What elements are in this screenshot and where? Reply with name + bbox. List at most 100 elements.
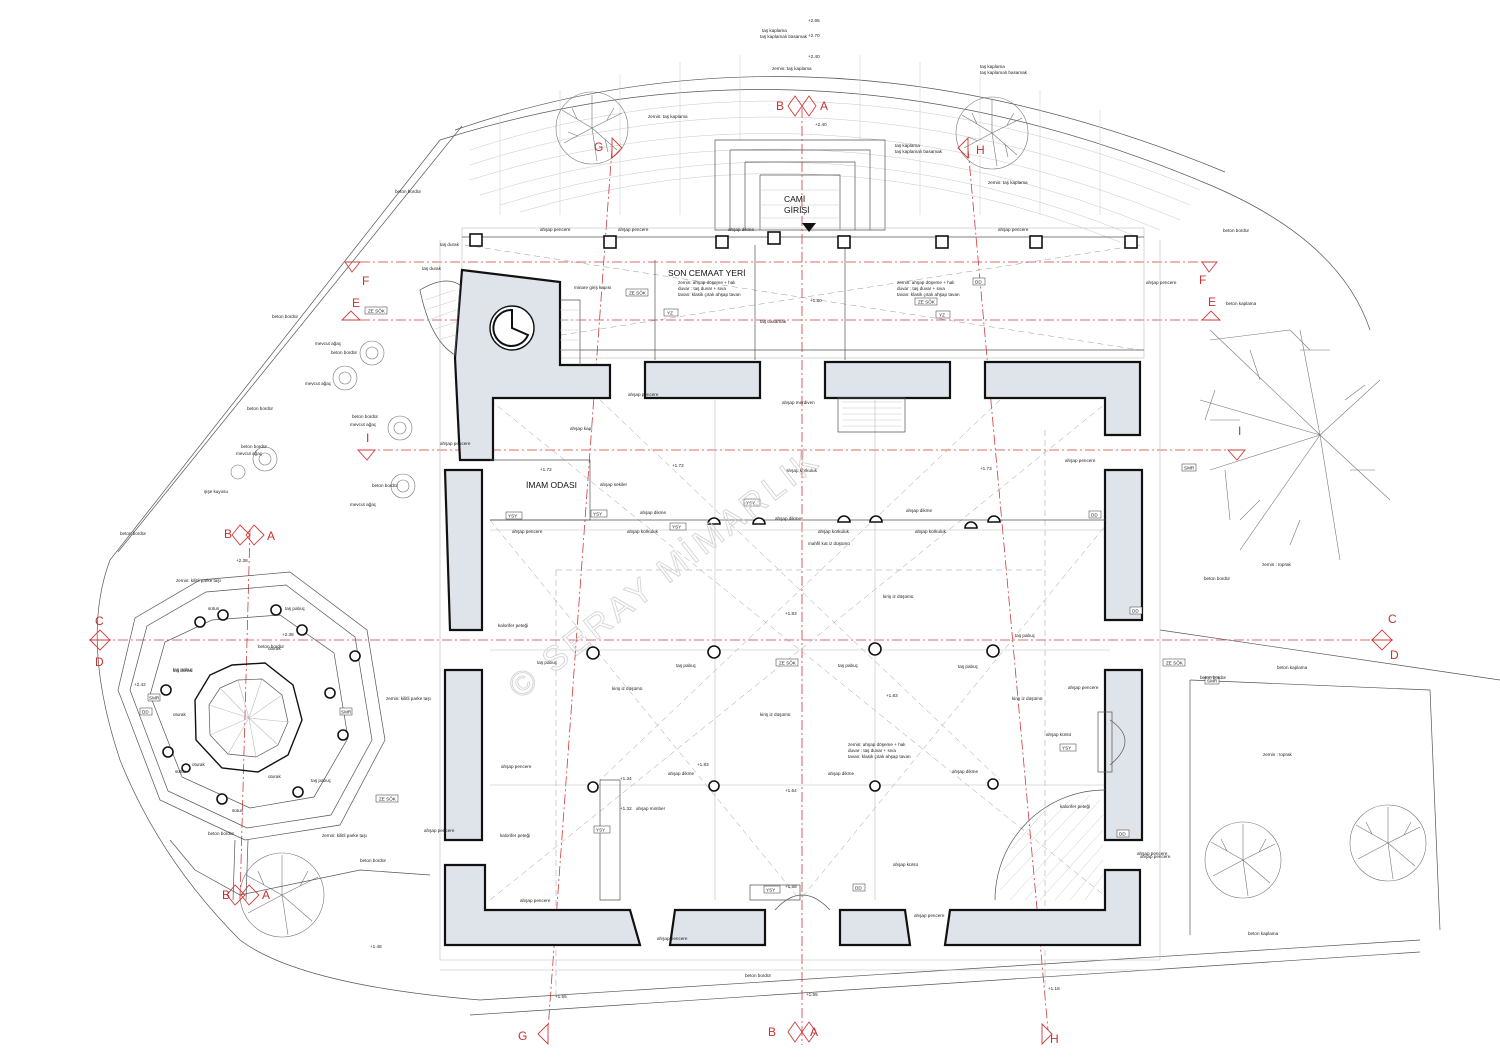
portico-post-note: ahşap dikme [728, 227, 754, 232]
portico-window-note-3: ahşap pencere [998, 227, 1029, 232]
fountain-base-note-3: taş pabuç [173, 667, 194, 672]
interior-labels: İMAM ODASI ahşap sekiler ahşap kapı ahşa… [364, 277, 1220, 941]
level-4: +2.40 [815, 122, 827, 127]
window-note-west: ahşap pencere [501, 764, 532, 769]
tag-dd-2: DD [852, 883, 866, 892]
svg-text:ZE SÖK: ZE SÖK [379, 796, 397, 802]
svg-text:DD: DD [1091, 513, 1098, 518]
tree-note-2: mevcut ağaç [305, 381, 332, 386]
portico: CAMİ GİRİŞİ SON CEMAAT YERİ zemin: ahşap… [440, 194, 1145, 360]
railing-note-3: ahşap korkuluk [915, 529, 947, 534]
level-7: +1.72 [672, 463, 684, 468]
svg-text:YSY: YSY [1062, 746, 1071, 751]
tag-ysy-2: YSY [590, 509, 608, 518]
north-paving [469, 55, 1201, 243]
wooden-door-note: ahşap kapı [570, 426, 592, 431]
tree-note-3: mevcut ağaç [350, 422, 377, 427]
stone-step-note-top: taş kaplamalı basamak [760, 34, 808, 39]
level-9: +1.83 [785, 611, 797, 616]
well-note: şişe kuyusu [204, 489, 228, 494]
soil-note-2: zemin : toprak [1263, 752, 1293, 757]
axis-label-i-right: I [1238, 424, 1241, 438]
axis-label-a-fountain-bottom: A [262, 888, 270, 902]
svg-text:SMR: SMR [1207, 679, 1218, 684]
tag-dd-5: DD [1116, 829, 1130, 838]
stone-block-note-3: taş durak [173, 668, 193, 673]
wooden-post-note-2: ahşap dikme [775, 516, 801, 521]
tree-note-5: mevcut ağaç [350, 502, 377, 507]
stone-block-note-2: taş durak [422, 266, 442, 271]
level-11: +1.83 [697, 762, 709, 767]
portico-floor-note-east: zemin: ahşap döşeme + halı [897, 280, 955, 285]
stone-block-note: taş durak [440, 242, 460, 247]
tag-ze-sok-east: ZE SÖK [1162, 658, 1186, 667]
gallery-projection-note: mahfil kat iz düşümü [808, 541, 850, 546]
tag-smr-1: SMR [1181, 463, 1197, 472]
tag-dd-1: DD [972, 277, 986, 286]
portico-ceiling-note: tavan: klasik çıtalı ahşap tavan [678, 292, 741, 297]
window-note-se: ahşap pencere [1140, 854, 1171, 859]
stone-step-note-ne: taş kaplamalı basamak [980, 70, 1028, 75]
fountain-paving-note: zemin: kilitli parke taşı [386, 696, 431, 701]
svg-text:SMR: SMR [149, 696, 160, 701]
portico-window-note-1: ahşap pencere [540, 227, 571, 232]
curb-note-ne: beton bordür [1223, 228, 1250, 233]
stone-step-note: taş basamak [760, 319, 787, 324]
fountain-paving-note-3: zemin: kilitli parke taşı [176, 578, 221, 583]
radiator-note-1: kalorifer peteği [498, 623, 528, 628]
soil-note-1: zemin : toprak [1262, 562, 1292, 567]
tag-ysy-3: YSY [669, 522, 687, 531]
curb-note-s: beton bordür [745, 973, 772, 978]
curb-note-w3: beton bordür [247, 406, 274, 411]
curb-note-w6: beton bordür [372, 483, 399, 488]
tree-note-1: mevcut ağaç [315, 341, 342, 346]
window-note-east: ahşap pencere [1068, 685, 1099, 690]
railing-note-1: ahşap korkuluk [818, 529, 850, 534]
axis-label-b-fountain-top: B [224, 527, 232, 541]
tag-ysy-7: YSY [1059, 743, 1077, 752]
tree-east-large [1199, 329, 1391, 561]
svg-text:YSY: YSY [766, 888, 775, 893]
svg-text:SMR: SMR [1184, 466, 1195, 471]
svg-text:YZ: YZ [939, 313, 945, 318]
curb-note-w2: beton bordür [331, 350, 358, 355]
minaret-door-note: minare giriş kapısı [574, 285, 611, 290]
beam-projection-note-3: kiriş iz düşümü [760, 712, 791, 717]
portico-wall-note: duvar : taş duvar + sıva [678, 286, 726, 291]
fountain-tag-dd: DD [139, 707, 153, 716]
level-22: +2.42 [134, 682, 146, 687]
concrete-note-3: beton kaplama [1248, 931, 1279, 936]
svg-text:YSY: YSY [508, 514, 517, 519]
level-13: +1.34 [620, 776, 632, 781]
fountain-curb-note: beton bordür [258, 644, 285, 649]
axis-label-b-top: B [776, 99, 784, 113]
site-boundary [96, 76, 1500, 1016]
portico-window-note-2: ahşap pencere [618, 227, 649, 232]
entrance-label-2: GİRİŞİ [784, 205, 810, 215]
axis-label-c-left: C [95, 614, 104, 628]
curb-note-w5: beton bordür [241, 444, 268, 449]
concrete-note-2: beton kaplama [1226, 301, 1257, 306]
svg-text:YSY: YSY [672, 525, 681, 530]
tree-nw [555, 91, 629, 165]
site-notes: taş kaplama taş kaplamalı basamak zemin:… [120, 28, 1308, 978]
fountain-base-note-2: taş pabuç [311, 778, 332, 783]
axis-label-d-right: D [1390, 648, 1399, 662]
entrance-arrow-icon [802, 223, 816, 232]
fountain-seat-note-3: oturak [268, 774, 281, 779]
level-16: +1.48 [370, 944, 382, 949]
portico-label: SON CEMAAT YERİ [668, 268, 745, 278]
section-markers: B A B A G G H H F F E E I I C D [88, 95, 1399, 1046]
wooden-post-note-3: ahşap dikme [906, 508, 932, 513]
window-note-north: ahşap pencere [628, 392, 659, 397]
entrance-label-1: CAMİ [784, 194, 805, 204]
curb-note-e1: beton bordür [1204, 576, 1231, 581]
portico-tag-yz-1: YZ [663, 308, 679, 317]
level-1: +2.65 [808, 18, 820, 23]
section-axes [100, 108, 1390, 1045]
tree-se2 [1349, 804, 1427, 882]
window-note-south: ahşap pencere [520, 898, 551, 903]
fountain-seat-note-4: oturak [268, 646, 281, 651]
axis-label-g-top: G [594, 140, 603, 154]
tag-ze-sok-main: ZE SÖK [775, 658, 799, 667]
